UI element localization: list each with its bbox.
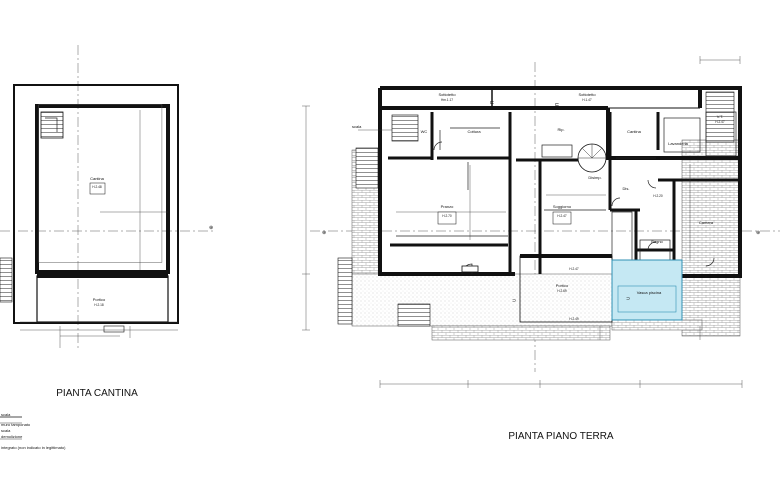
detail-lines: [391, 111, 737, 263]
room-bagno-name: Bagno: [651, 239, 663, 244]
legend-item: demolizione: [1, 434, 23, 439]
room-pranzo-height: H.2.70: [442, 214, 452, 218]
room-cottura-name: Cottura: [467, 129, 481, 134]
exterior-steps-icon: [0, 257, 13, 303]
stair-icon: [40, 111, 64, 139]
room-camera-height: H.2.20: [653, 194, 663, 198]
cantina-walls: [35, 104, 170, 274]
cantina-room-height: H.2.48: [92, 185, 102, 189]
exterior-steps-icon: [337, 257, 353, 325]
room-sottotetto-1-height: Hm.1.17: [441, 98, 453, 102]
legend-item: integrato (non indicato in legittimato): [1, 445, 66, 450]
vent-icon: ⊏: [555, 102, 559, 108]
dimension-lines: [302, 56, 743, 388]
plan-cantina: ⊕ Cantina H.2.48 Portico H: [0, 45, 215, 399]
vent-icon: ⊏: [490, 100, 494, 106]
height-annotation-bottom: H.2.49: [569, 317, 579, 321]
room-rip-name: Rip.: [557, 127, 564, 132]
room-soggiorno-name: Soggiorno: [553, 204, 572, 209]
interior-walls: [388, 112, 740, 274]
room-pranzo-name: Pranzo: [441, 204, 454, 209]
legend-item: scala: [1, 428, 11, 433]
cantina-plan-title: PIANTA CANTINA: [56, 388, 138, 399]
fireplace-icon: [461, 265, 479, 273]
room-sottotetto-1-name: Sottotetto: [438, 92, 456, 97]
exterior-steps-icon: [355, 147, 379, 189]
room-sottotetto-2-height: H.1.47: [582, 98, 592, 102]
room-sottotetto-2-name: Sottotetto: [578, 92, 596, 97]
section-marker-icon: ⊕: [756, 230, 760, 236]
room-soggiorno-height: H.2.47: [557, 214, 567, 218]
pool-basin: [611, 259, 683, 321]
legend: scala muro tamponato scala demolizione i…: [0, 412, 66, 450]
height-tag-box: [437, 211, 457, 225]
room-vt-height: H.2.47: [715, 120, 725, 124]
pool-ladder-icon: ⊃: [626, 296, 630, 302]
cantina-room-name: Cantina: [90, 176, 105, 181]
height-tag-box: [89, 182, 106, 195]
room-labels: Sottotetto Hm.1.17 Sottotetto H.1.47 WC …: [352, 92, 725, 321]
spiral-stair-icon: [577, 143, 607, 173]
room-dis-name: Dis.: [623, 186, 630, 191]
stair-annotation: scala: [352, 124, 362, 129]
room-portico-name: Portico: [556, 283, 569, 288]
portico-room-name: Portico: [93, 297, 106, 302]
section-marker-icon: ⊕: [322, 230, 326, 236]
legend-item: scala: [1, 412, 11, 417]
inner-outline: [38, 104, 163, 263]
piano-terra-plan-title: PIANTA PIANO TERRA: [508, 431, 614, 442]
room-disimp-name: Disimp.: [588, 175, 601, 180]
height-annotation-top: H.2.47: [569, 267, 579, 271]
room-vt-name: V.T.: [717, 114, 724, 119]
room-cantina-name: Cantina: [627, 129, 642, 134]
room-portico-height: H.2.69: [557, 289, 567, 293]
pool-inner-outline: [617, 285, 677, 313]
exterior-terrace: [351, 273, 613, 327]
room-wc-name: WC: [421, 129, 428, 134]
portico-room-height: H.2.18: [94, 303, 104, 307]
legend-item: muro tamponato: [1, 422, 31, 427]
threshold: [103, 325, 125, 333]
outer-wall: [13, 84, 179, 324]
height-tag-box: [552, 211, 572, 225]
pool-name: Vasca piscina: [637, 290, 662, 295]
dimension-lines: [20, 110, 178, 348]
plan-piano-terra: ⊕ ⊕: [302, 56, 780, 442]
portico-column-icon: ⊃: [512, 298, 516, 304]
exterior-paving-east: [681, 139, 741, 337]
exterior-steps-icon: [397, 303, 431, 327]
section-marker-icon: ⊕: [209, 225, 213, 231]
room-lavanderia-name: Lavanderia: [668, 141, 689, 146]
room-camera-name: Camera: [699, 220, 714, 225]
stair-arrow-icon: [45, 117, 58, 132]
